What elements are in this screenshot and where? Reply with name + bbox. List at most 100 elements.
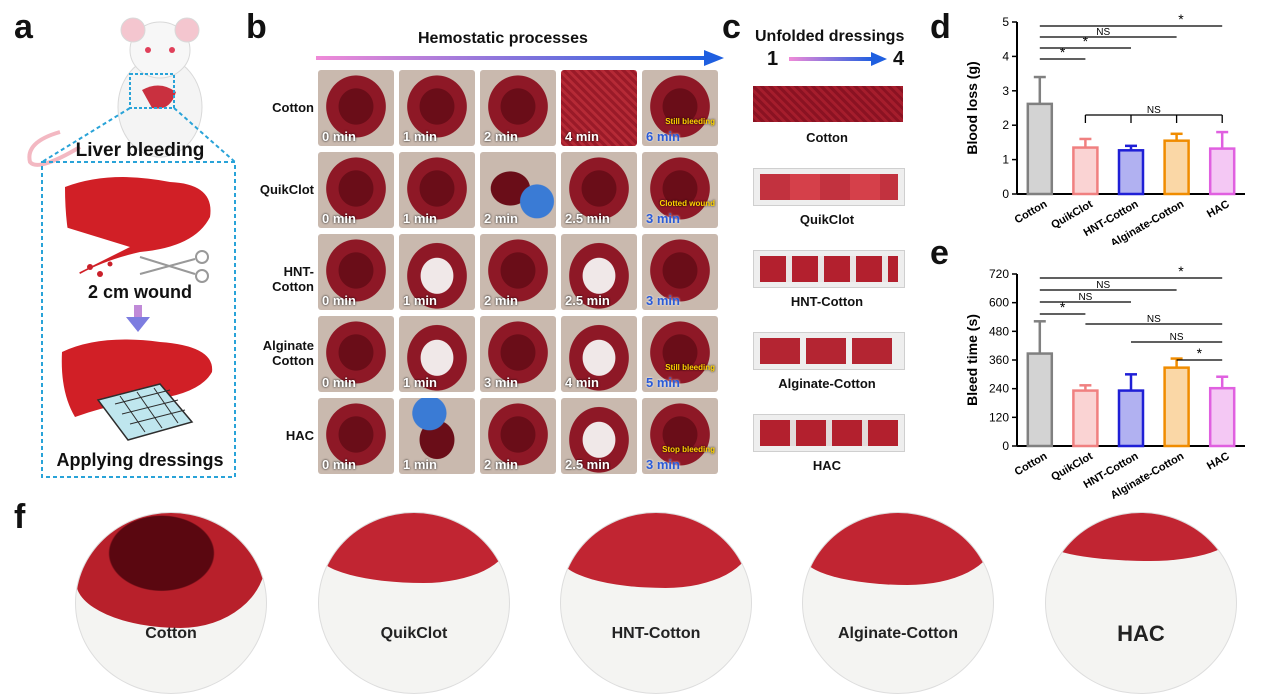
wound-photo: 2.5 min (561, 152, 637, 228)
time-label: 3 min (646, 293, 680, 308)
time-label: 2 min (484, 457, 518, 472)
time-label: 0 min (322, 457, 356, 472)
bar (1072, 146, 1099, 196)
wound-photo: 4 min (561, 316, 637, 392)
significance-label: NS (1096, 27, 1110, 38)
result-label: QuikClot (380, 625, 448, 642)
time-label: 0 min (322, 211, 356, 226)
blood-stain (76, 513, 266, 628)
panel-a: Liver bleeding 2 cm wound Applying dress… (20, 12, 245, 482)
wound-photo: 0 min (318, 316, 394, 392)
significance-label: NS (1147, 314, 1161, 325)
dressing-strip (753, 250, 905, 288)
time-label: 0 min (322, 129, 356, 144)
x-tick-label: HAC (1205, 198, 1232, 220)
y-tick-label: 0 (1002, 187, 1009, 201)
wound-photo: 2 min (480, 398, 556, 474)
wound-photo: 4 min (561, 70, 637, 146)
result-photo: HAC (1045, 512, 1237, 694)
blood-stain (1046, 513, 1236, 561)
result-label: Cotton (145, 625, 197, 642)
wound-photo: 5 min Still bleeding (642, 316, 718, 392)
dressing-strip (753, 86, 903, 122)
dressing-fill (760, 256, 898, 282)
wound-label: 2 cm wound (87, 282, 192, 302)
y-tick-label: 120 (989, 410, 1009, 424)
status-note: Clotted wound (659, 199, 715, 208)
mouse-illustration (27, 17, 203, 167)
y-tick-label: 720 (989, 267, 1009, 281)
scissors-icon (139, 250, 209, 283)
time-label: 2.5 min (565, 293, 610, 308)
blood-stain (319, 513, 509, 583)
significance-label: * (1178, 263, 1184, 279)
row-label: Alginate Cotton (262, 338, 314, 368)
bar (1026, 352, 1054, 448)
status-note: Still bleeding (665, 363, 715, 372)
time-label: 5 min (646, 375, 680, 390)
result-label: Alginate-Cotton (838, 625, 958, 642)
row-label: Cotton (272, 100, 314, 115)
unfold-arrow (789, 52, 887, 66)
process-arrow (316, 50, 724, 66)
wound-photo: 3 min (642, 234, 718, 310)
x-tick-label: Cotton (1013, 450, 1050, 478)
wound-photo: 0 min (318, 234, 394, 310)
panel-label-b: b (246, 8, 267, 46)
y-tick-label: 5 (1002, 15, 1009, 29)
panel-label-e: e (930, 234, 949, 272)
significance-label: NS (1170, 332, 1184, 343)
x-tick-label: HAC (1205, 450, 1232, 472)
time-label: 2.5 min (565, 457, 610, 472)
wound-photo: 2 min (480, 152, 556, 228)
panel-label-d: d (930, 8, 951, 46)
time-label: 1 min (403, 293, 437, 308)
panel-label-f: f (14, 498, 26, 536)
y-tick-label: 600 (989, 296, 1009, 310)
y-tick-label: 240 (989, 382, 1009, 396)
time-label: 1 min (403, 375, 437, 390)
wound-photo: 2 min (480, 70, 556, 146)
hemostatic-title: Hemostatic processes (418, 30, 588, 47)
blood-stain (561, 513, 751, 588)
significance-label: * (1060, 44, 1066, 60)
wound-photo: 0 min (318, 398, 394, 474)
dressing-fill (760, 338, 898, 364)
row-label: QuikClot (259, 182, 314, 197)
bar (1117, 389, 1145, 448)
liver-bleeding-label: Liver bleeding (75, 140, 205, 161)
wound-photo: 1 min (399, 398, 475, 474)
result-photo: HNT-Cotton (560, 512, 752, 694)
y-tick-label: 4 (1002, 49, 1009, 63)
time-label: 1 min (403, 129, 437, 144)
bar (1117, 149, 1145, 196)
y-tick-label: 1 (1002, 153, 1009, 167)
applying-dressings-label: Applying dressings (56, 450, 224, 470)
panel-label-a: a (14, 8, 33, 46)
significance-label: * (1197, 345, 1203, 361)
time-label: 3 min (484, 375, 518, 390)
bar (1208, 147, 1236, 196)
dressing-strip (753, 168, 905, 206)
time-label: 2 min (484, 211, 518, 226)
significance-label: * (1083, 33, 1089, 49)
dressing-label: QuikClot (799, 212, 855, 227)
time-label: 0 min (322, 293, 356, 308)
dressing-fill (760, 174, 898, 200)
significance-label: * (1060, 299, 1066, 315)
dressing-strip (753, 332, 905, 370)
bar (1163, 366, 1190, 448)
significance-label: * (1178, 11, 1184, 27)
result-photo: Alginate-Cotton (802, 512, 994, 694)
schematic-illustration (27, 17, 236, 478)
wound-photo: 2 min (480, 234, 556, 310)
time-label: 4 min (565, 129, 599, 144)
x-tick-label: Cotton (1013, 198, 1050, 226)
significance-label: NS (1078, 292, 1092, 303)
wound-photo: 2.5 min (561, 234, 637, 310)
bar (1163, 139, 1190, 196)
